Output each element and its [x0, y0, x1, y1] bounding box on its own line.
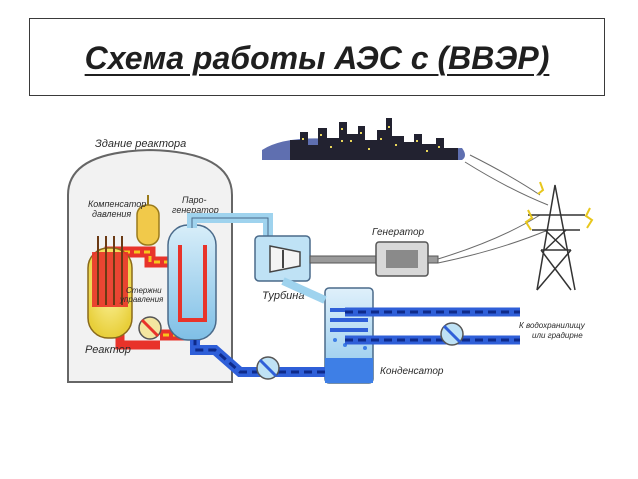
- reactor-vessel: [87, 236, 133, 339]
- label-reactor: Реактор: [85, 344, 131, 356]
- turbine-shaft: [309, 255, 379, 264]
- slide-title: Схема работы АЭС с (ВВЭР): [84, 40, 550, 76]
- label-pressurizer-2: давления: [92, 209, 131, 219]
- steam-generator: [167, 224, 217, 341]
- lightning-icon: [524, 181, 594, 231]
- label-control-rods-1: Стержни: [126, 286, 162, 295]
- title-box: Схема работы АЭС с (ВВЭР): [29, 18, 605, 96]
- label-steam-gen-2: генератор: [172, 205, 219, 215]
- label-condenser: Конденсатор: [380, 366, 444, 377]
- city-skyline: [262, 118, 465, 160]
- generator: [375, 241, 439, 277]
- label-generator: Генератор: [372, 227, 425, 238]
- label-building: Здание реактора: [95, 138, 186, 150]
- label-steam-gen-1: Паро-: [182, 195, 207, 205]
- label-reservoir-1: К водохранилищу: [519, 321, 586, 330]
- transmission-tower: [528, 184, 585, 291]
- power-lines: [437, 154, 549, 264]
- label-reservoir-2: или градирне: [532, 331, 583, 340]
- pressurizer: [136, 204, 160, 246]
- label-turbine: Турбина: [262, 290, 304, 302]
- label-pressurizer-1: Компенсатор: [88, 199, 146, 209]
- label-control-rods-2: управления: [119, 295, 164, 304]
- turbine: [254, 235, 311, 282]
- cooling-loop: [345, 307, 520, 345]
- feedwater-line: [190, 340, 325, 377]
